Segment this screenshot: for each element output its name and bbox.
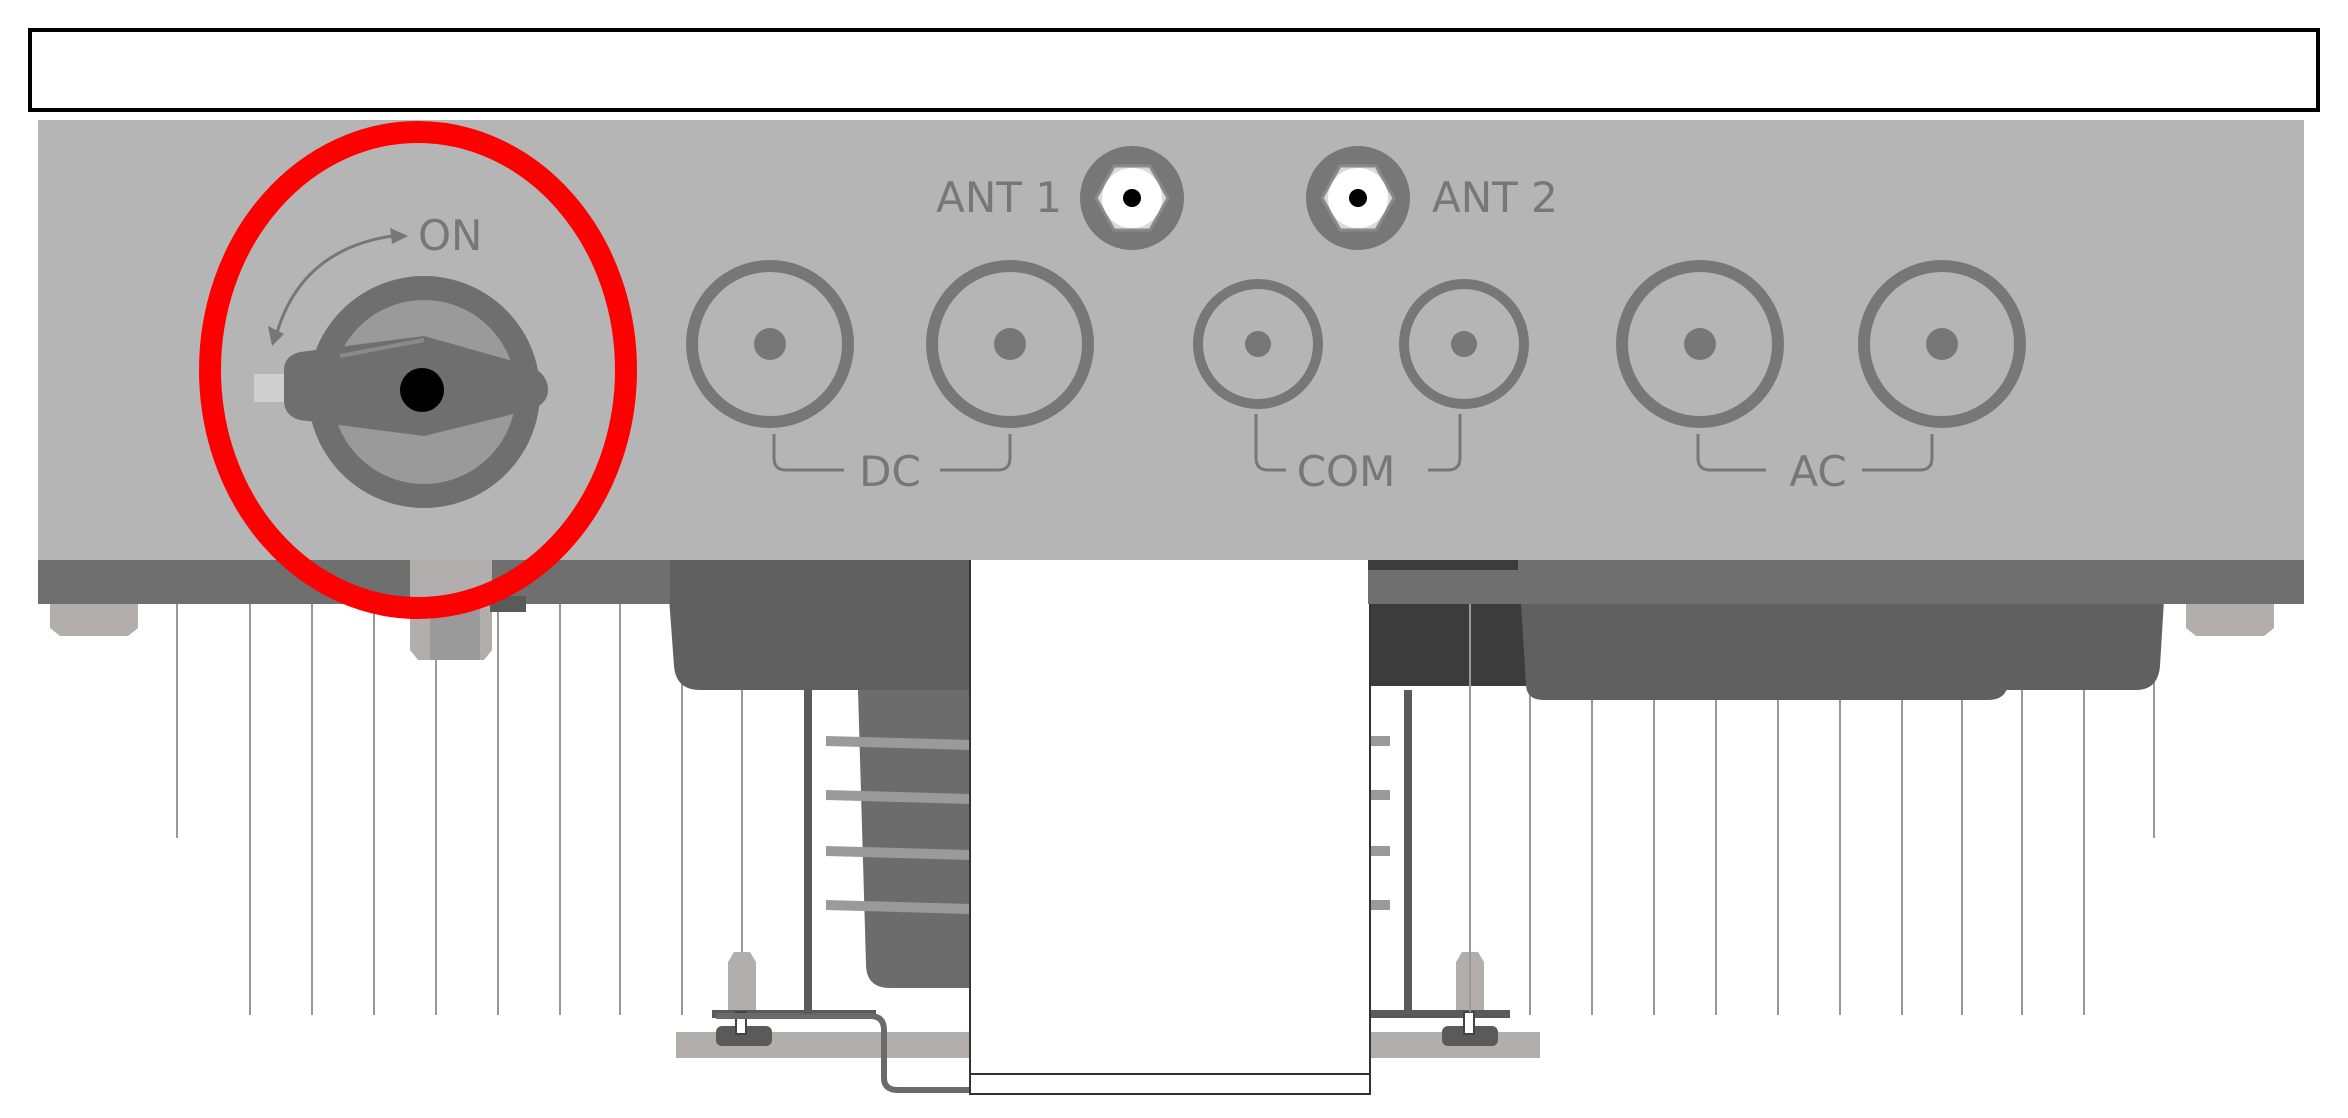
panel-bottom-strip-right <box>1368 560 2304 604</box>
left-mount-bolt <box>728 952 756 1012</box>
ac-bracket-right <box>1862 434 1934 472</box>
com-connector-1-ring <box>1193 279 1323 409</box>
rotation-arrowhead-start <box>268 326 284 346</box>
ac-connector-2[interactable] <box>1858 260 2026 428</box>
base-plate-left-foot <box>716 1026 772 1046</box>
dc-connector-2[interactable] <box>926 260 1094 428</box>
left-panel-foot <box>50 604 138 636</box>
ac-connector-1-pin <box>1684 328 1716 360</box>
antenna-1-label: ANT 1 <box>936 173 1062 222</box>
base-plate-right-foot <box>1442 1026 1498 1046</box>
com-group-label: COM <box>1297 447 1396 496</box>
dc-group-label: DC <box>859 447 921 496</box>
ac-connector-1[interactable] <box>1616 260 1784 428</box>
right-rail-clip <box>1463 1011 1475 1035</box>
right-post <box>1404 690 1412 1014</box>
left-posts <box>804 690 812 1014</box>
left-coil-windings <box>826 736 970 914</box>
com-bracket-right <box>1428 414 1462 472</box>
antenna-1-pin <box>1123 189 1141 207</box>
left-housing <box>666 556 970 690</box>
switch-handle-ridge-top <box>339 338 425 358</box>
rotation-arrow <box>274 234 393 337</box>
dc-connector-2-pin <box>994 328 1026 360</box>
left-rail-clip <box>735 1011 747 1035</box>
ground-cable <box>716 1013 970 1093</box>
right-mount-rail <box>1370 1010 1510 1018</box>
ac-connector-2-pin <box>1926 328 1958 360</box>
rotary-switch[interactable] <box>254 276 548 508</box>
antenna-2-label: ANT 2 <box>1432 173 1558 222</box>
left-transformer-core <box>858 690 970 988</box>
ac-bracket-left <box>1696 434 1766 472</box>
com-connector-1[interactable] <box>1193 279 1323 409</box>
com-bracket-left <box>1254 414 1286 472</box>
header-bar <box>28 28 2320 112</box>
com-connector-2-pin <box>1451 331 1477 357</box>
dc-connector-1-ring <box>686 260 854 428</box>
dc-bracket-left <box>772 434 844 472</box>
antenna-connector-1[interactable] <box>1080 146 1184 250</box>
antenna-2-pin <box>1349 189 1367 207</box>
com-connector-2-ring <box>1399 279 1529 409</box>
dc-connector-1-pin <box>754 328 786 360</box>
switch-center-pin <box>400 368 444 412</box>
antenna-connector-2[interactable] <box>1306 146 1410 250</box>
com-connector-1-pin <box>1245 331 1271 357</box>
dc-bracket-right <box>940 434 1012 472</box>
com-connector-2[interactable] <box>1399 279 1529 409</box>
rotation-arrowhead-end <box>390 228 408 244</box>
right-housing-tail <box>2000 600 2164 690</box>
panel-bottom-strip-mid <box>1368 560 1518 570</box>
switch-label-on: ON <box>418 211 482 260</box>
dc-connector-2-ring <box>926 260 1094 428</box>
dc-connector-1[interactable] <box>686 260 854 428</box>
right-coil-windings <box>1368 736 1390 910</box>
switch-highlight-ring <box>199 121 637 619</box>
right-panel-foot <box>2186 604 2274 636</box>
ac-connector-1-ring <box>1616 260 1784 428</box>
terminal-block <box>969 555 1371 1095</box>
ac-connector-2-ring <box>1858 260 2026 428</box>
ac-group-label: AC <box>1789 447 1846 496</box>
